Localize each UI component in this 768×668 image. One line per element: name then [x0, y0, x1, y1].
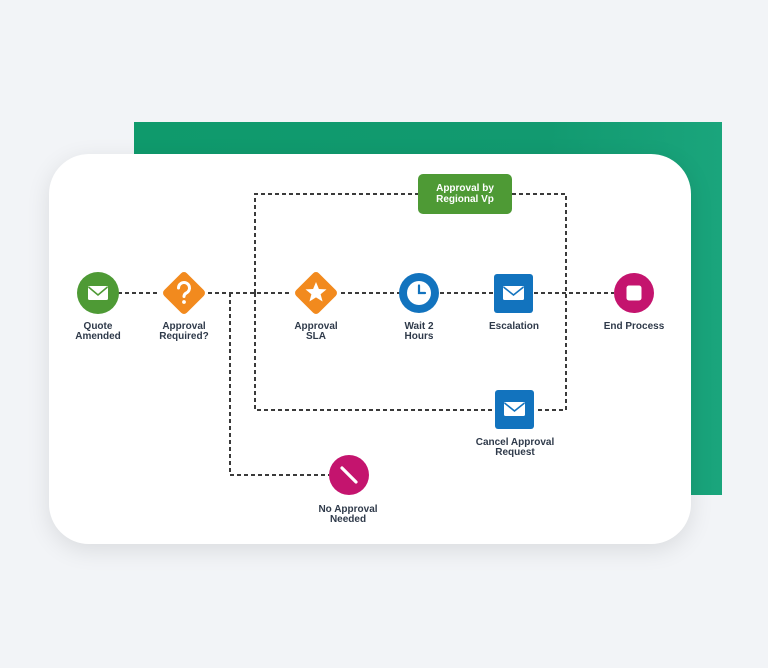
node-end-process[interactable]: [614, 273, 654, 313]
diagram-card: [49, 154, 691, 544]
node-escalation[interactable]: [494, 274, 533, 313]
node-no-approval[interactable]: [329, 455, 369, 495]
wait-label: Wait 2 Hours: [404, 321, 434, 342]
node-cancel-request[interactable]: [495, 390, 534, 429]
approval-sla-label: Approval SLA: [294, 321, 338, 342]
node-quote-amended[interactable]: [77, 272, 119, 314]
quote-amended-label: Quote Amended: [75, 321, 121, 342]
node-approval-required[interactable]: [161, 270, 206, 315]
connector-tag-right: [512, 193, 567, 411]
clock-icon: [407, 281, 431, 305]
connector-bottom-loop: [254, 293, 494, 411]
question-icon: [177, 281, 191, 304]
approval-required-label: Approval Required?: [159, 321, 209, 342]
star-icon: [305, 282, 327, 302]
approval-regional-vp-tag[interactable]: Approval by Regional Vp: [418, 174, 512, 214]
connector-top-loop: [254, 193, 418, 293]
envelope-icon: [503, 286, 524, 300]
cancel-request-label: Cancel Approval Request: [475, 437, 555, 458]
node-approval-sla[interactable]: [293, 270, 338, 315]
end-process-label: End Process: [603, 321, 665, 332]
envelope-icon: [504, 402, 525, 416]
escalation-label: Escalation: [488, 321, 540, 332]
connector-no-approval: [229, 293, 329, 476]
no-approval-label: No Approval Needed: [318, 504, 378, 525]
stop-icon: [626, 285, 642, 301]
node-wait[interactable]: [399, 273, 439, 313]
envelope-icon: [87, 286, 109, 300]
slash-icon: [340, 466, 358, 484]
